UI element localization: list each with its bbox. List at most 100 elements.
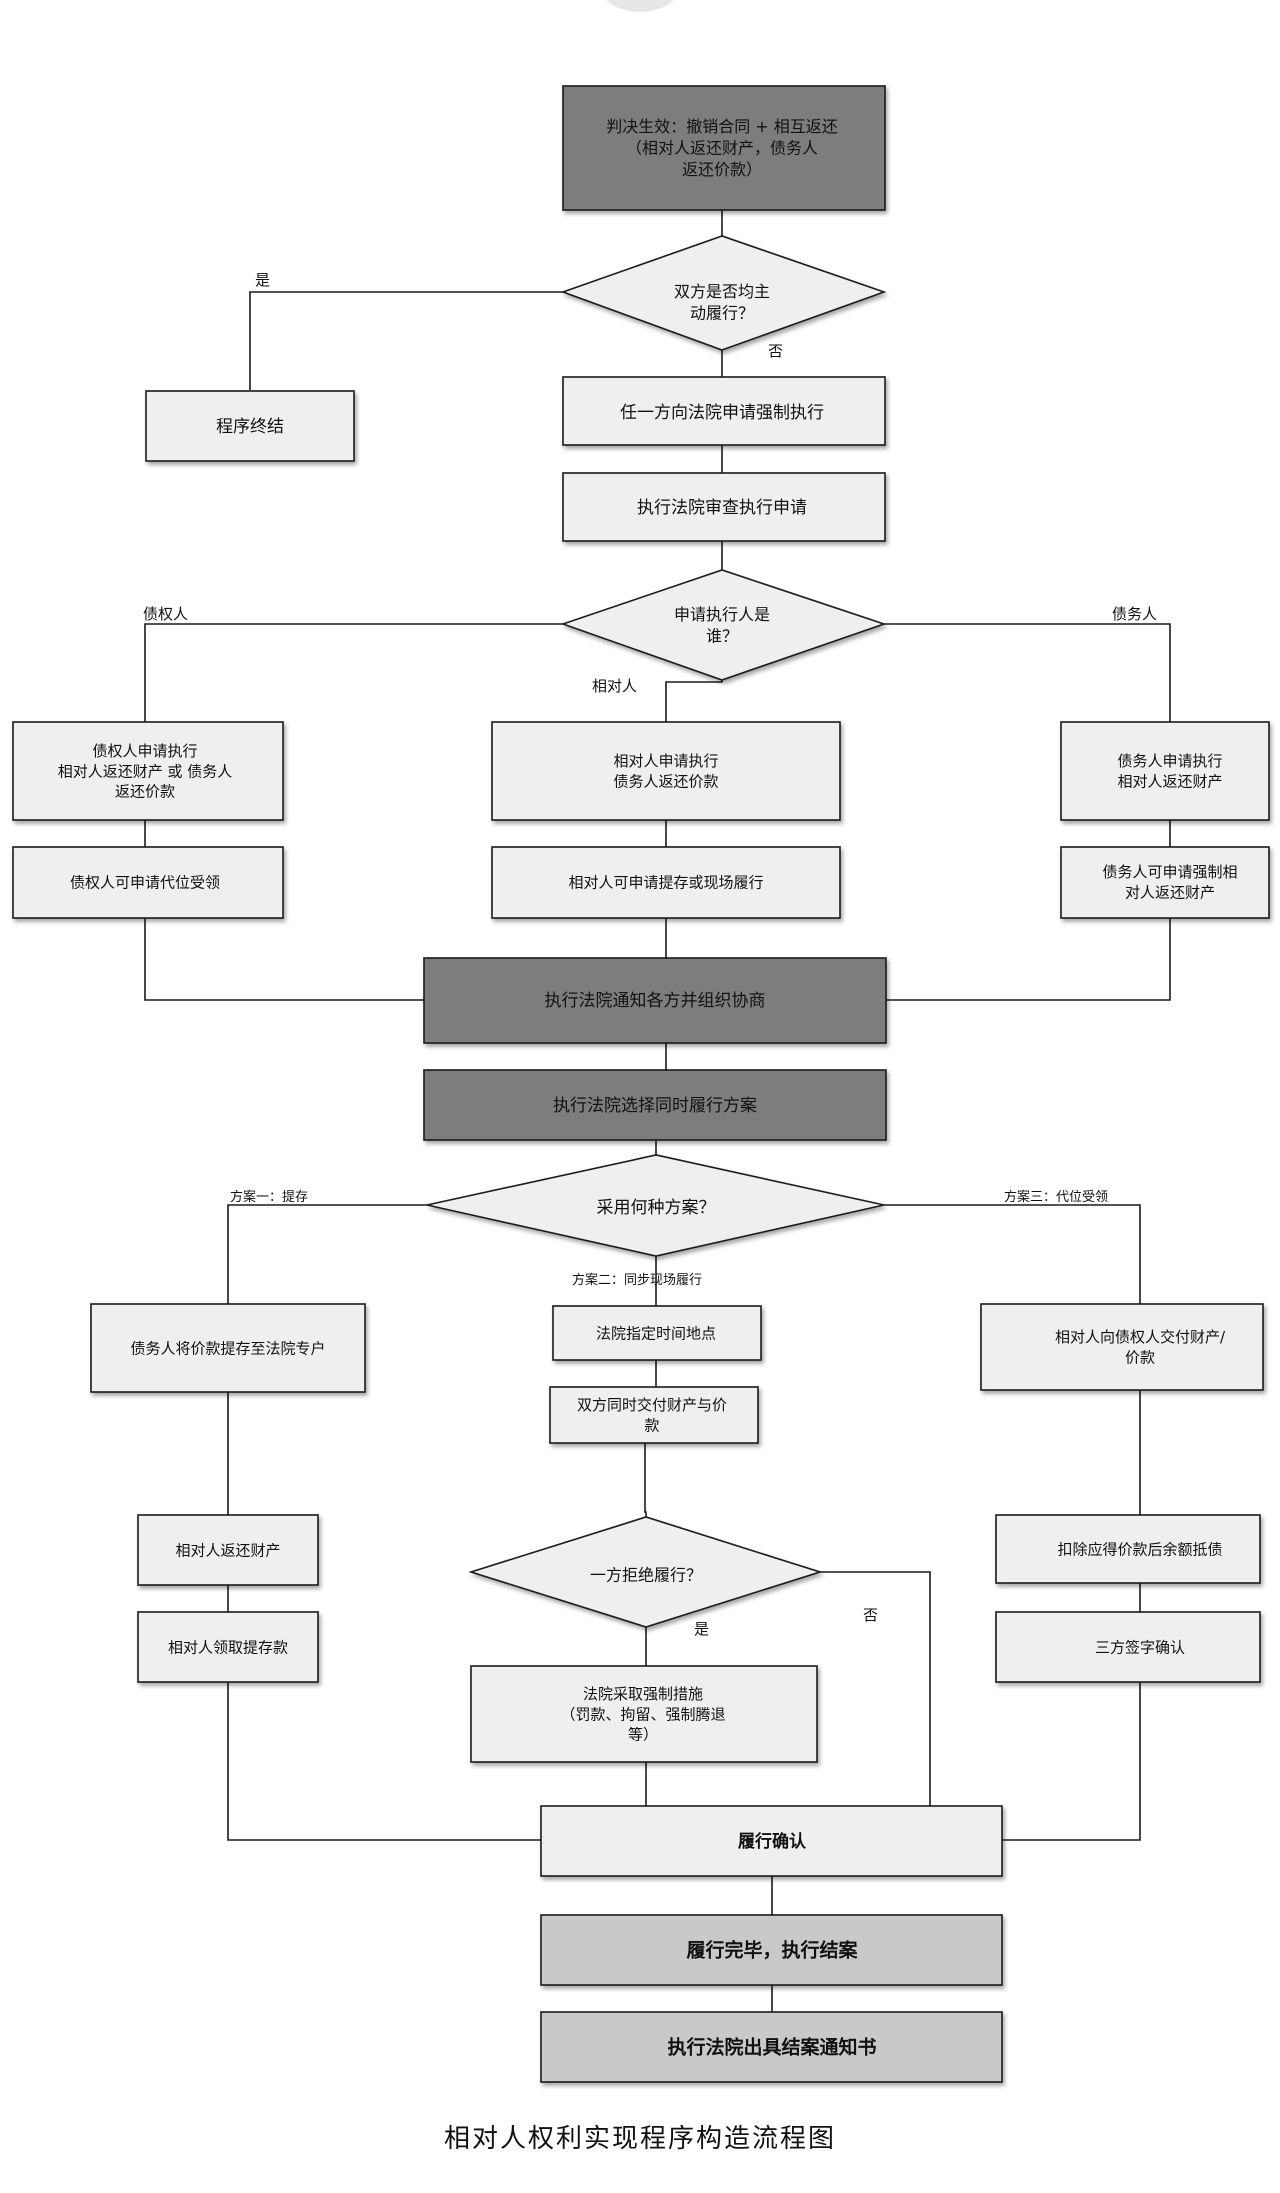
node-text-line: 采用何种方案？ (597, 1198, 716, 1218)
node-text-line: 相对人返还财产 (175, 1541, 280, 1559)
node-deduct-offset: 扣除应得价款后余额抵债 (995, 1514, 1261, 1584)
edges (144, 210, 1171, 2012)
node-text-line: 价款 (1125, 1348, 1155, 1366)
node-counterparty-apply: 相对人申请执行债务人返还价款 (491, 721, 841, 821)
node-text-line: 履行完毕，执行结案 (686, 1939, 858, 1962)
node-debtor-apply-text: 债务人申请执行相对人返还财产 (1117, 752, 1222, 790)
edge-creditor-sub-to-notify (144, 918, 424, 1001)
node-text-line: 扣除应得价款后余额抵债 (1057, 1540, 1222, 1558)
node-closure-notice-text: 执行法院出具结案通知书 (667, 2036, 876, 2059)
node-counterparty-deposit: 相对人可申请提存或现场履行 (491, 846, 841, 919)
node-who-applicant-text: 申请执行人是谁？ (674, 605, 770, 646)
node-text-line: （相对人返还财产，债务人 (626, 139, 818, 158)
node-both-perform-text: 双方是否均主动履行？ (674, 282, 770, 323)
node-text-line: 债务人申请执行 (1117, 752, 1222, 770)
node-confirm: 履行确认 (540, 1805, 1003, 1877)
node-creditor-apply-text: 债权人申请执行相对人返还财产 或 债务人返还价款 (58, 742, 233, 801)
node-text-line: 债务人可申请强制相 (1102, 863, 1237, 881)
node-creditor-subrogation: 债权人可申请代位受领 (12, 846, 284, 919)
label-debtor: 债务人 (1112, 605, 1157, 623)
edge-sign-to-confirm (1002, 1682, 1141, 1841)
label-creditor: 债权人 (143, 605, 188, 623)
label-yes-2: 是 (694, 1620, 709, 1638)
label-no-1: 否 (768, 342, 783, 360)
node-both-perform: 双方是否均主动履行？ (560, 235, 887, 351)
node-text-line: 款 (644, 1416, 659, 1434)
node-text-line: 相对人领取提存款 (168, 1638, 288, 1656)
node-counterparty-collect: 相对人领取提存款 (137, 1611, 319, 1683)
edge-who-to-debtor (884, 623, 1171, 722)
node-court-notify: 执行法院通知各方并组织协商 (423, 957, 887, 1044)
flowchart: 是 否 债权人 相对人 债务人 方案一：提存 方案二：同步现场履行 方案三：代位… (12, 85, 1270, 2083)
node-counterparty-apply-text: 相对人申请执行债务人返还价款 (613, 752, 718, 790)
node-text-line: 任一方向法院申请强制执行 (620, 403, 824, 423)
edge-labels: 是 否 债权人 相对人 债务人 方案一：提存 方案二：同步现场履行 方案三：代位… (143, 271, 1157, 1638)
node-which-plan-text: 采用何种方案？ (597, 1198, 716, 1218)
node-text-line: 相对人返还财产 (1117, 772, 1222, 790)
node-creditor-subrogation-text: 债权人可申请代位受领 (70, 873, 220, 891)
node-text-line: 判决生效：撤销合同 + 相互返还 (606, 117, 838, 136)
node-counterparty-return-text: 相对人返还财产 (175, 1541, 280, 1559)
node-judgment: 判决生效：撤销合同 + 相互返还 （相对人返还财产，债务人返还价款） (562, 85, 886, 211)
node-text-line: （罚款、拘留、强制腾退 (560, 1705, 725, 1723)
node-court-select: 执行法院选择同时履行方案 (423, 1069, 887, 1141)
node-who-applicant: 申请执行人是谁？ (560, 569, 887, 681)
label-plan3: 方案三：代位受领 (1004, 1189, 1108, 1205)
node-text-line: 三方签字确认 (1095, 1638, 1185, 1656)
edge-refuse-no-to-confirm (820, 1571, 931, 1806)
node-completed-text: 履行完毕，执行结案 (686, 1939, 858, 1962)
node-three-sign: 三方签字确认 (995, 1611, 1261, 1683)
node-text-line: 执行法院审查执行申请 (637, 498, 807, 518)
node-closure-notice: 执行法院出具结案通知书 (540, 2011, 1003, 2083)
node-text-line: 执行法院出具结案通知书 (667, 2036, 876, 2059)
node-text-line: 相对人可申请提存或现场履行 (568, 873, 763, 891)
node-counterparty-return: 相对人返还财产 (137, 1514, 319, 1586)
node-text-line: 法院指定时间地点 (596, 1324, 716, 1342)
node-court-review-text: 执行法院审查执行申请 (637, 498, 807, 518)
node-text-line: 法院采取强制措施 (583, 1685, 703, 1703)
node-text-line: 债务人返还价款 (613, 772, 718, 790)
node-judgment-text: 判决生效：撤销合同 + 相互返还 （相对人返还财产，债务人返还价款） (606, 117, 838, 179)
node-text-line: 执行法院选择同时履行方案 (553, 1096, 757, 1116)
edge-who-to-creditor (144, 623, 563, 722)
label-counterparty: 相对人 (592, 677, 637, 695)
node-refuse-text: 一方拒绝履行？ (590, 1566, 702, 1585)
node-apply-enforce: 任一方向法院申请强制执行 (562, 376, 886, 446)
node-court-designate-text: 法院指定时间地点 (596, 1324, 716, 1342)
label-plan2: 方案二：同步现场履行 (572, 1272, 702, 1288)
node-text-line: 相对人向债权人交付财产/ (1055, 1328, 1226, 1346)
node-text-line: 双方同时交付财产与价 (577, 1396, 727, 1414)
node-debtor-deposit-text: 债务人将价款提存至法院专户 (130, 1339, 325, 1357)
node-court-designate: 法院指定时间地点 (552, 1305, 762, 1361)
node-apply-enforce-text: 任一方向法院申请强制执行 (620, 403, 824, 423)
label-plan1: 方案一：提存 (230, 1189, 308, 1205)
node-three-sign-text: 三方签字确认 (1095, 1638, 1185, 1656)
edge-plan3 (884, 1204, 1141, 1304)
node-refuse: 一方拒绝履行？ (468, 1516, 823, 1628)
node-text-line: 履行确认 (738, 1831, 807, 1852)
label-yes-1: 是 (255, 271, 270, 289)
node-text-line: 等） (628, 1726, 658, 1744)
node-text-line: 返还价款） (682, 160, 762, 179)
node-court-review: 执行法院审查执行申请 (562, 472, 886, 542)
node-debtor-apply: 债务人申请执行相对人返还财产 (1060, 721, 1270, 821)
node-text-line: 债权人可申请代位受领 (70, 873, 220, 891)
node-confirm-text: 履行确认 (738, 1831, 807, 1852)
node-simultaneous-delivery-text: 双方同时交付财产与价款 (577, 1396, 727, 1434)
label-no-2: 否 (863, 1606, 878, 1624)
node-text-line: 双方是否均主 (674, 282, 770, 301)
node-counterparty-collect-text: 相对人领取提存款 (168, 1638, 288, 1656)
node-text-line: 申请执行人是 (674, 605, 770, 624)
node-text-line: 执行法院通知各方并组织协商 (545, 991, 766, 1011)
node-coercive-text: 法院采取强制措施 （罚款、拘留、强制腾退等） (560, 1685, 725, 1744)
node-text-line: 相对人返还财产 或 债务人 (58, 762, 233, 780)
node-debtor-force: 债务人可申请强制相对人返还财产 (1060, 846, 1270, 919)
node-transfer-to-creditor-text: 相对人向债权人交付财产/价款 (1055, 1328, 1226, 1366)
node-coercive: 法院采取强制措施 （罚款、拘留、强制腾退等） (470, 1665, 818, 1763)
node-which-plan: 采用何种方案？ (426, 1154, 885, 1257)
edge-collect-to-confirm (227, 1682, 541, 1841)
node-text-line: 对人返还财产 (1125, 883, 1215, 901)
edge-plan1 (227, 1204, 427, 1304)
node-counterparty-deposit-text: 相对人可申请提存或现场履行 (568, 873, 763, 891)
figure-caption: 相对人权利实现程序构造流程图 (443, 2124, 836, 2154)
